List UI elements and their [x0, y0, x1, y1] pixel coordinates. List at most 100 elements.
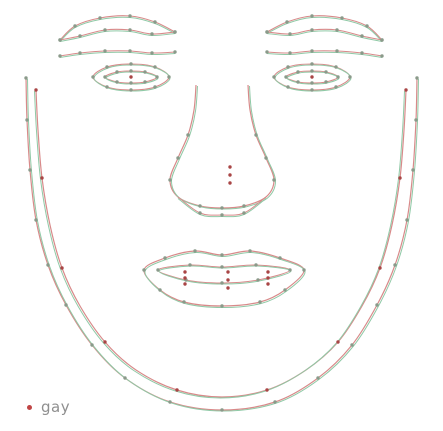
mouth-point [182, 300, 185, 303]
mouth-point [220, 253, 223, 256]
mouth-point [220, 265, 223, 268]
face-contour-point [273, 400, 276, 403]
face-contour-point [28, 168, 31, 171]
face-contour-outer-line [26, 78, 417, 410]
mouth-point [188, 263, 191, 266]
face-contour-point [25, 118, 28, 121]
legend-marker [27, 405, 32, 410]
mouth-point [156, 268, 159, 271]
legend: gay [27, 398, 70, 416]
face-contour-point [60, 266, 63, 269]
left-eyebrow-point [78, 51, 81, 54]
left-eye-point [103, 75, 106, 78]
right-eye-point [310, 88, 313, 91]
left-eye-point [115, 70, 118, 73]
face-contour-point [393, 263, 396, 266]
face-contour-point [175, 388, 178, 391]
right-eyebrow-point [335, 28, 338, 31]
mouth-point [254, 263, 257, 266]
right-eyebrow-point [340, 16, 343, 19]
left-eye-pupil-point [129, 75, 132, 78]
mouth-point [302, 268, 305, 271]
left-eye-point [155, 75, 158, 78]
mouth-column-point [183, 270, 186, 273]
nose-point [186, 133, 189, 136]
mouth-column-point [226, 286, 229, 289]
face-contour-point [398, 176, 401, 179]
face-contour-point [123, 376, 126, 379]
mouth-point [142, 268, 145, 271]
face-contour-point [414, 118, 417, 121]
mouth-column-point [226, 270, 229, 273]
face-contour-point [350, 343, 353, 346]
right-eyebrow-point [310, 14, 313, 17]
mouth-column-point [266, 276, 269, 279]
nose-center-point [228, 173, 231, 176]
mouth-point [163, 256, 166, 259]
right-eye-point [324, 70, 327, 73]
face-contour-inner-line [36, 90, 406, 397]
right-eye-point [310, 81, 313, 84]
mouth-point [256, 278, 259, 281]
face-contour-point [415, 76, 418, 79]
left-eyebrow-point [103, 49, 106, 52]
nose-point [254, 133, 257, 136]
nose-point [168, 178, 171, 181]
left-eyebrow-point [128, 28, 131, 31]
right-eyebrow-point [380, 54, 383, 57]
right-eye-point [286, 65, 289, 68]
mouth-column-point [266, 270, 269, 273]
right-eye-pupil-point [310, 75, 313, 78]
nose-center-point [228, 165, 231, 168]
mouth-point [283, 288, 286, 291]
nose-base [178, 197, 266, 215]
face-contour-point [404, 88, 407, 91]
nose-point [220, 213, 223, 216]
left-eyebrow-point [150, 32, 153, 35]
face-contour-point [64, 303, 67, 306]
face-contour-point [378, 266, 381, 269]
mouth-point [158, 288, 161, 291]
right-eyebrow-point [360, 34, 363, 37]
mouth-point [258, 300, 261, 303]
mouth-inner-outline-alt [159, 266, 291, 284]
mouth-column-point [266, 282, 269, 285]
left-eye-point [129, 69, 132, 72]
face-contour-point [405, 218, 408, 221]
face-contour-point [220, 408, 223, 411]
right-eye-point [272, 75, 275, 78]
right-eye-point [336, 75, 339, 78]
mouth-point [288, 268, 291, 271]
right-eye-point [334, 85, 337, 88]
nose-point [176, 156, 179, 159]
right-eyebrow-point [265, 30, 268, 33]
left-eyebrow-point [98, 16, 101, 19]
right-eyebrow-point [265, 50, 268, 53]
left-eye-point [129, 88, 132, 91]
face-contour-point [336, 340, 339, 343]
face-contour-point [316, 376, 319, 379]
face-contour-point [375, 303, 378, 306]
left-eyebrow-point [173, 30, 176, 33]
mouth-column-point [226, 278, 229, 281]
left-eye-point [129, 81, 132, 84]
left-eye-point [105, 85, 108, 88]
face-contour-point [103, 340, 106, 343]
left-eye-point [143, 80, 146, 83]
left-eyebrow-point [103, 28, 106, 31]
face-contour-point [34, 88, 37, 91]
left-eyebrow-point [73, 24, 76, 27]
face-contour-point [40, 176, 43, 179]
mouth-column-point [183, 282, 186, 285]
right-eyebrow-point [365, 24, 368, 27]
mouth-point [248, 249, 251, 252]
mouth-point [220, 304, 223, 307]
nose-point [272, 178, 275, 181]
right-eyebrow-point [285, 20, 288, 23]
left-eyebrow-point [153, 20, 156, 23]
legend-label: gay [41, 398, 70, 416]
face-contour-point [46, 263, 49, 266]
right-eyebrow-point [360, 51, 363, 54]
nose-center-point [228, 181, 231, 184]
